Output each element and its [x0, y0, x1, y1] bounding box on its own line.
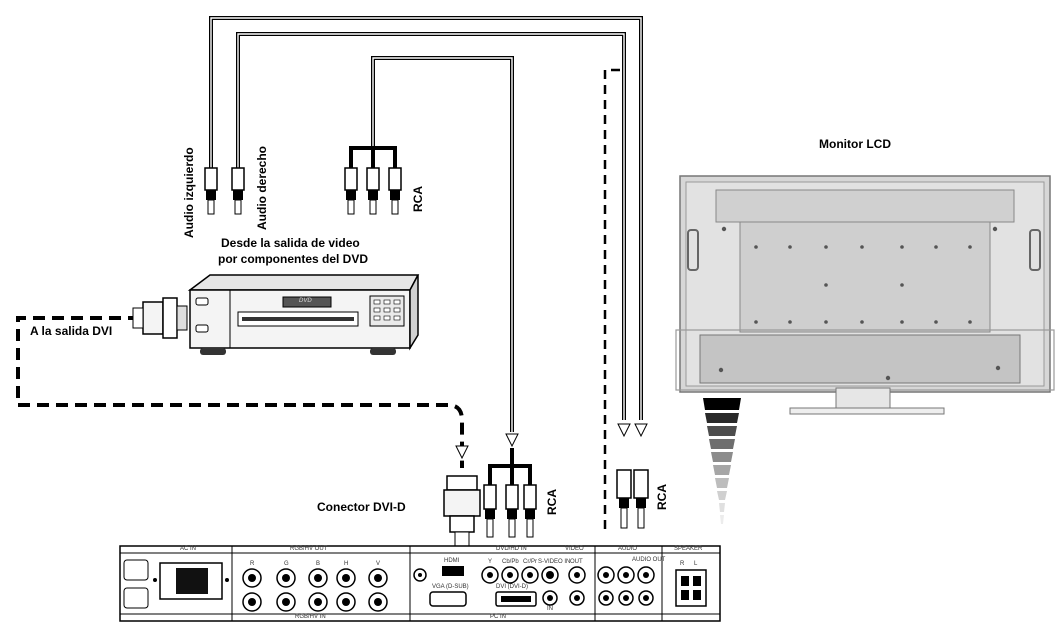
rgb-letter-r: R: [250, 561, 255, 567]
component-letter-cb: Cb/Pb: [502, 559, 519, 565]
pc-in-label: PC IN: [490, 614, 507, 620]
dashed-guide-line: [603, 68, 620, 530]
rca-top-plugs: [344, 167, 402, 215]
speaker-letter-r: R: [680, 561, 685, 567]
rgb-letter-h: H: [344, 561, 349, 567]
speaker-letter-l: L: [694, 561, 698, 567]
dvi-dashed-cable: [16, 316, 464, 468]
dvd-source-label-line2: por componentes del DVD: [218, 252, 369, 266]
hdmi-label: HDMI: [444, 558, 460, 564]
rca-plugs-panel: [483, 484, 537, 538]
rca-audio-in-label: RCA: [655, 484, 669, 510]
audio-left-cable: [209, 16, 643, 420]
component-letter-cr: Cr/Pr: [523, 559, 537, 565]
audio-right-cable: [236, 32, 626, 420]
audio-plugs-panel: [616, 469, 649, 529]
dvi-d-plug-panel: [443, 475, 481, 547]
rca-top-label: RCA: [411, 186, 425, 212]
dvd-source-label-line1: Desde la salida de video: [221, 236, 360, 250]
audio-right-plug: [231, 167, 245, 215]
rgb-letter-b: B: [316, 561, 321, 567]
dvd-player: [187, 274, 420, 355]
audio-label: AUDIO: [618, 546, 638, 552]
s-video-in-label: S-VIDEO IN: [538, 559, 571, 565]
audio-right-label: Audio derecho: [255, 145, 269, 230]
ac-in-label: AC IN: [180, 546, 197, 552]
monitor-label: Monitor LCD: [819, 137, 891, 151]
component-letter-y: Y: [488, 559, 493, 565]
audio-left-label: Audio izquierdo: [182, 147, 196, 238]
dvd-hd-in-label: DVD/HD IN: [496, 546, 527, 552]
dvi-plug-dvd: [132, 297, 188, 339]
dvi-connector-label: Conector DVI-D: [317, 500, 406, 514]
rgb-letter-g: G: [284, 561, 289, 567]
lcd-monitor: [675, 175, 1055, 415]
video-in-label: IN: [547, 606, 553, 612]
dvd-display-text: DVD: [299, 298, 312, 304]
rca-component-cable: [371, 56, 514, 432]
audio-out-label: AUDIO OUT: [632, 557, 666, 563]
audio-left-plug: [204, 167, 218, 215]
rgb-letter-v: V: [376, 561, 381, 567]
dvi-label: DVI (DVI-D): [496, 584, 528, 590]
monitor-signal-indicator: [703, 398, 741, 524]
dvi-output-label: A la salida DVI: [30, 324, 113, 338]
rgbhv-out-label: RGB/HV OUT: [290, 546, 328, 552]
rca-dvd-in-label: RCA: [545, 489, 559, 515]
vga-label: VGA (D-SUB): [432, 584, 469, 590]
video-label: VIDEO: [565, 546, 584, 552]
rear-panel: [119, 545, 721, 622]
rgbhv-in-label: RGB/HV IN: [295, 614, 326, 620]
speaker-label: SPEAKER: [674, 546, 703, 552]
video-out-label: OUT: [570, 559, 583, 565]
